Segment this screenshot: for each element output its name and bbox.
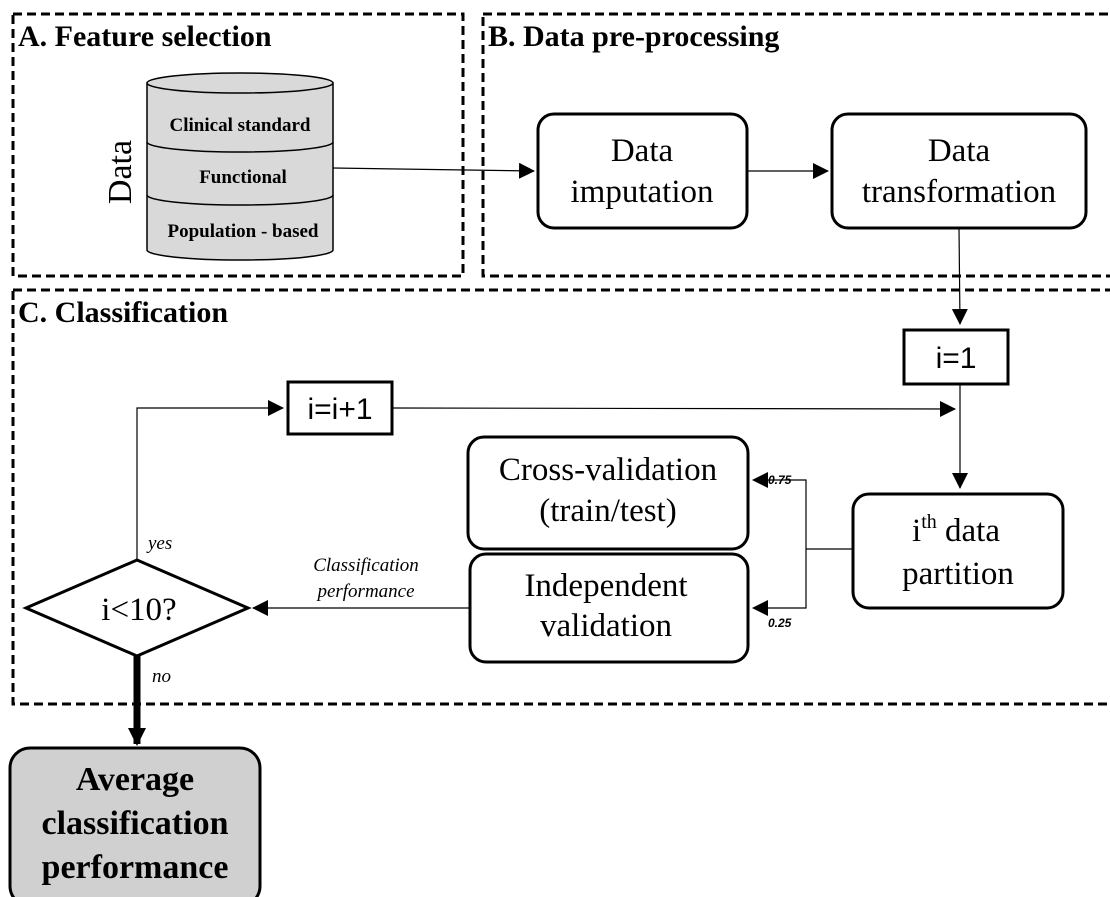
result-label-2: classification [42, 805, 229, 842]
data-transformation-label-2: transformation [862, 174, 1056, 210]
data-transformation-box [830, 112, 1088, 230]
db-layer-functional: Functional [199, 167, 287, 188]
data-partition-box [851, 492, 1065, 610]
db-layer-population: Population - based [168, 221, 319, 242]
data-imputation-label-1: Data [611, 133, 674, 169]
cross-validation-box [466, 435, 750, 551]
data-imputation-label-2: imputation [571, 174, 714, 210]
data-partition-label-2: partition [902, 556, 1014, 592]
cross-validation-label-1: Cross-validation [499, 452, 717, 488]
independent-validation-label-2: validation [540, 608, 672, 644]
independent-validation-label-1: Independent [524, 568, 687, 604]
arrow-split-train [752, 472, 807, 549]
data-transformation-label-1: Data [928, 133, 991, 169]
performance-label-2: performance [315, 581, 414, 602]
arrow-increment-to-loop [391, 400, 956, 417]
section-c-title: C. Classification [18, 296, 228, 329]
section-a-frame [11, 12, 465, 278]
db-layer-clinical: Clinical standard [170, 115, 311, 136]
yes-label: yes [146, 533, 172, 554]
arrow-split-test [752, 549, 807, 616]
section-c-frame [11, 288, 1110, 706]
no-label: no [152, 666, 171, 687]
init-box [902, 328, 1010, 386]
increment-label: i=i+1 [307, 393, 372, 426]
data-imputation-box [536, 112, 749, 230]
arrow-transformation-to-init [951, 227, 968, 325]
init-label: i=1 [936, 342, 977, 375]
decision-diamond [22, 558, 252, 658]
section-b-title: B. Data pre-processing [488, 20, 779, 53]
database-cylinder: Clinical standard Functional Population … [146, 72, 334, 261]
split-train-ratio: 0.75 [768, 473, 792, 487]
split-test-ratio: 0.25 [768, 616, 792, 630]
section-b-frame [481, 12, 1110, 278]
performance-label-1: Classification [313, 555, 419, 576]
data-partition-label-1: ith data [912, 511, 1000, 549]
arrow-db-to-imputation [332, 162, 535, 179]
arrow-decision-yes-to-increment [136, 400, 284, 560]
result-label-3: performance [42, 849, 229, 886]
result-box [8, 746, 262, 897]
result-label-1: Average [76, 761, 194, 798]
section-a-title: A. Feature selection [18, 20, 272, 53]
data-axis-label: Data [102, 140, 139, 204]
decision-label: i<10? [101, 592, 176, 628]
cross-validation-label-2: (train/test) [539, 493, 676, 529]
